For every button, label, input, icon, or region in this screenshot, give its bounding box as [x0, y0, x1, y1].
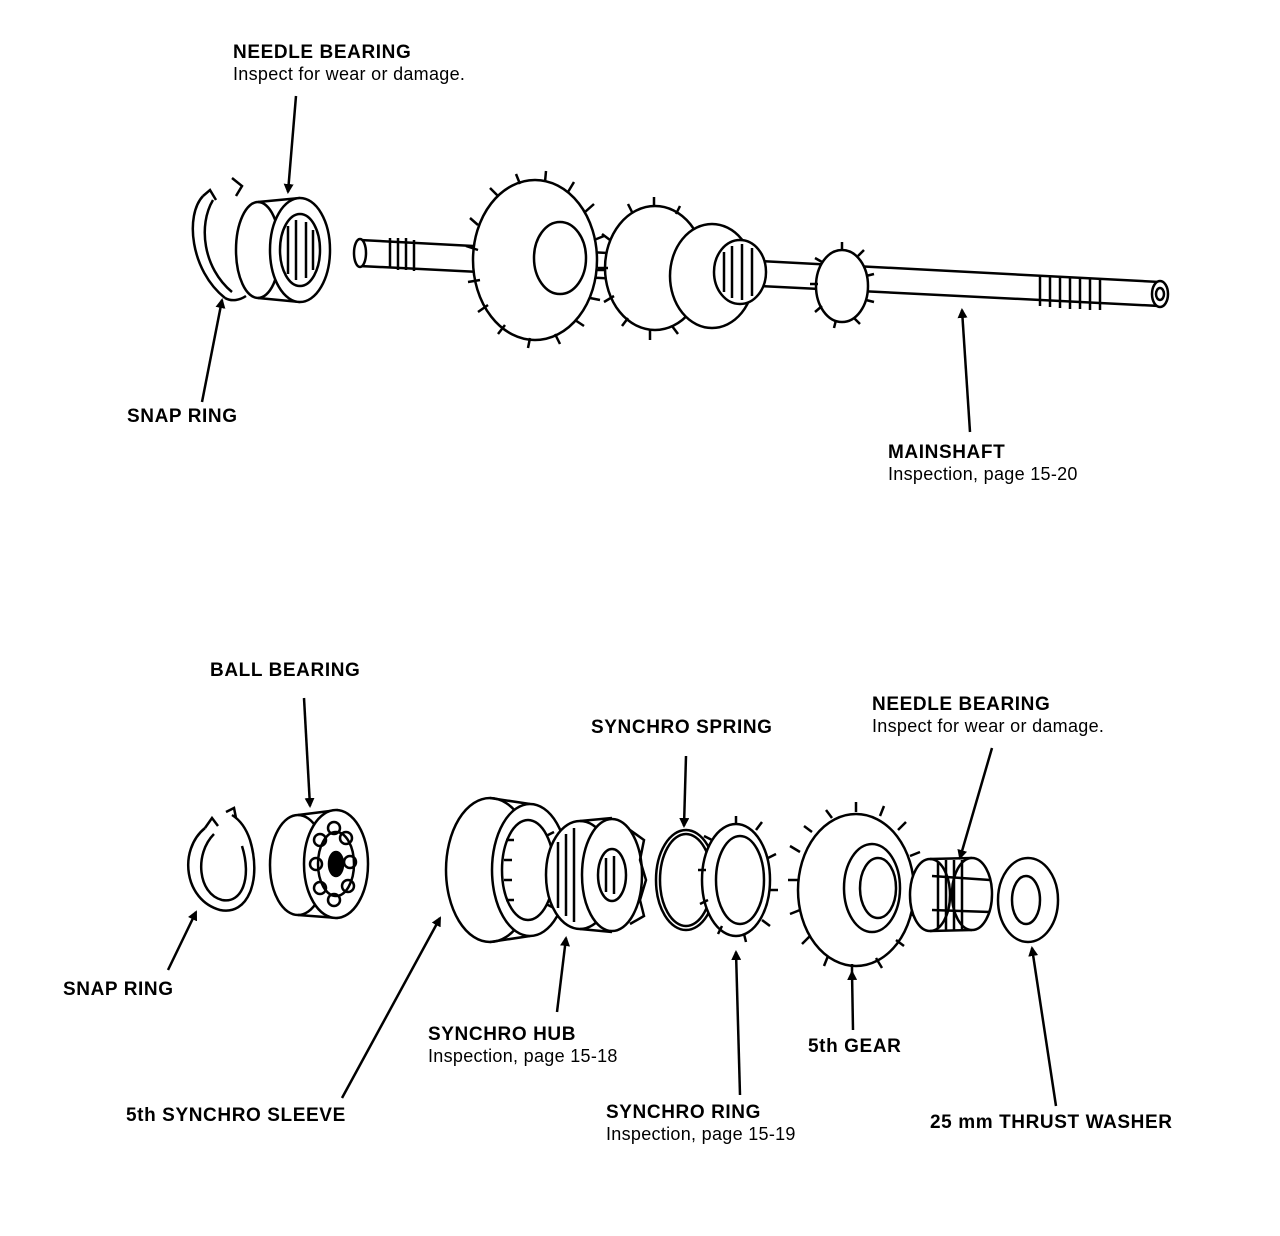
snap-ring-top-callout: SNAP RING — [127, 406, 238, 428]
needle-bearing-top-callout: NEEDLE BEARING Inspect for wear or damag… — [233, 42, 465, 85]
thrust-washer-name: 25 mm THRUST WASHER — [930, 1112, 1173, 1133]
mainshaft-name: MAINSHAFT — [888, 442, 1006, 463]
bottom-leader-lines — [166, 697, 1058, 1107]
synchro-spring-name: SYNCHRO SPRING — [591, 717, 773, 738]
mainshaft-part — [352, 170, 1170, 349]
fifth-gear-callout: 5th GEAR — [808, 1036, 901, 1058]
synchro-hub-note: Inspection, page 15-18 — [428, 1045, 618, 1066]
fifth-synchro-sleeve-callout: 5th SYNCHRO SLEEVE — [126, 1105, 346, 1127]
fifth-gear-part — [788, 802, 924, 974]
snap-ring-top-part — [191, 177, 247, 302]
ball-bearing-part — [268, 808, 370, 920]
snap-ring-bottom-part — [186, 806, 256, 912]
synchro-ring-note: Inspection, page 15-19 — [606, 1123, 796, 1144]
ball-bearing-callout: BALL BEARING — [210, 660, 360, 682]
synchro-spring-callout: SYNCHRO SPRING — [591, 717, 773, 739]
needle-bearing-top-part — [234, 196, 332, 304]
snap-ring-bottom-callout: SNAP RING — [63, 979, 174, 1001]
synchro-hub-callout: SYNCHRO HUB Inspection, page 15-18 — [428, 1024, 618, 1067]
needle-bearing-bottom-note: Inspect for wear or damage. — [872, 715, 1105, 736]
synchro-ring-part — [698, 816, 778, 943]
snap-ring-bottom-name: SNAP RING — [63, 979, 174, 1000]
synchro-hub-name: SYNCHRO HUB — [428, 1024, 577, 1045]
thrust-washer-part — [996, 856, 1060, 944]
fifth-synchro-sleeve-part — [444, 796, 570, 944]
synchro-ring-callout: SYNCHRO RING Inspection, page 15-19 — [606, 1102, 796, 1145]
synchro-ring-name: SYNCHRO RING — [606, 1102, 761, 1123]
top-leader-lines — [200, 95, 972, 433]
mainshaft-callout: MAINSHAFT Inspection, page 15-20 — [888, 442, 1078, 485]
ball-bearing-name: BALL BEARING — [210, 660, 361, 681]
snap-ring-top-name: SNAP RING — [127, 406, 238, 427]
needle-bearing-bottom-part — [908, 856, 994, 933]
needle-bearing-bottom-callout: NEEDLE BEARING Inspect for wear or damag… — [872, 694, 1104, 737]
mainshaft-note: Inspection, page 15-20 — [888, 463, 1078, 484]
fifth-gear-name: 5th GEAR — [808, 1036, 902, 1057]
needle-bearing-top-name: NEEDLE BEARING — [233, 42, 412, 63]
needle-bearing-top-note: Inspect for wear or damage. — [233, 63, 466, 84]
thrust-washer-callout: 25 mm THRUST WASHER — [930, 1112, 1173, 1134]
synchro-hub-part — [544, 816, 648, 934]
fifth-synchro-sleeve-name: 5th SYNCHRO SLEEVE — [126, 1105, 346, 1126]
needle-bearing-bottom-name: NEEDLE BEARING — [872, 694, 1051, 715]
